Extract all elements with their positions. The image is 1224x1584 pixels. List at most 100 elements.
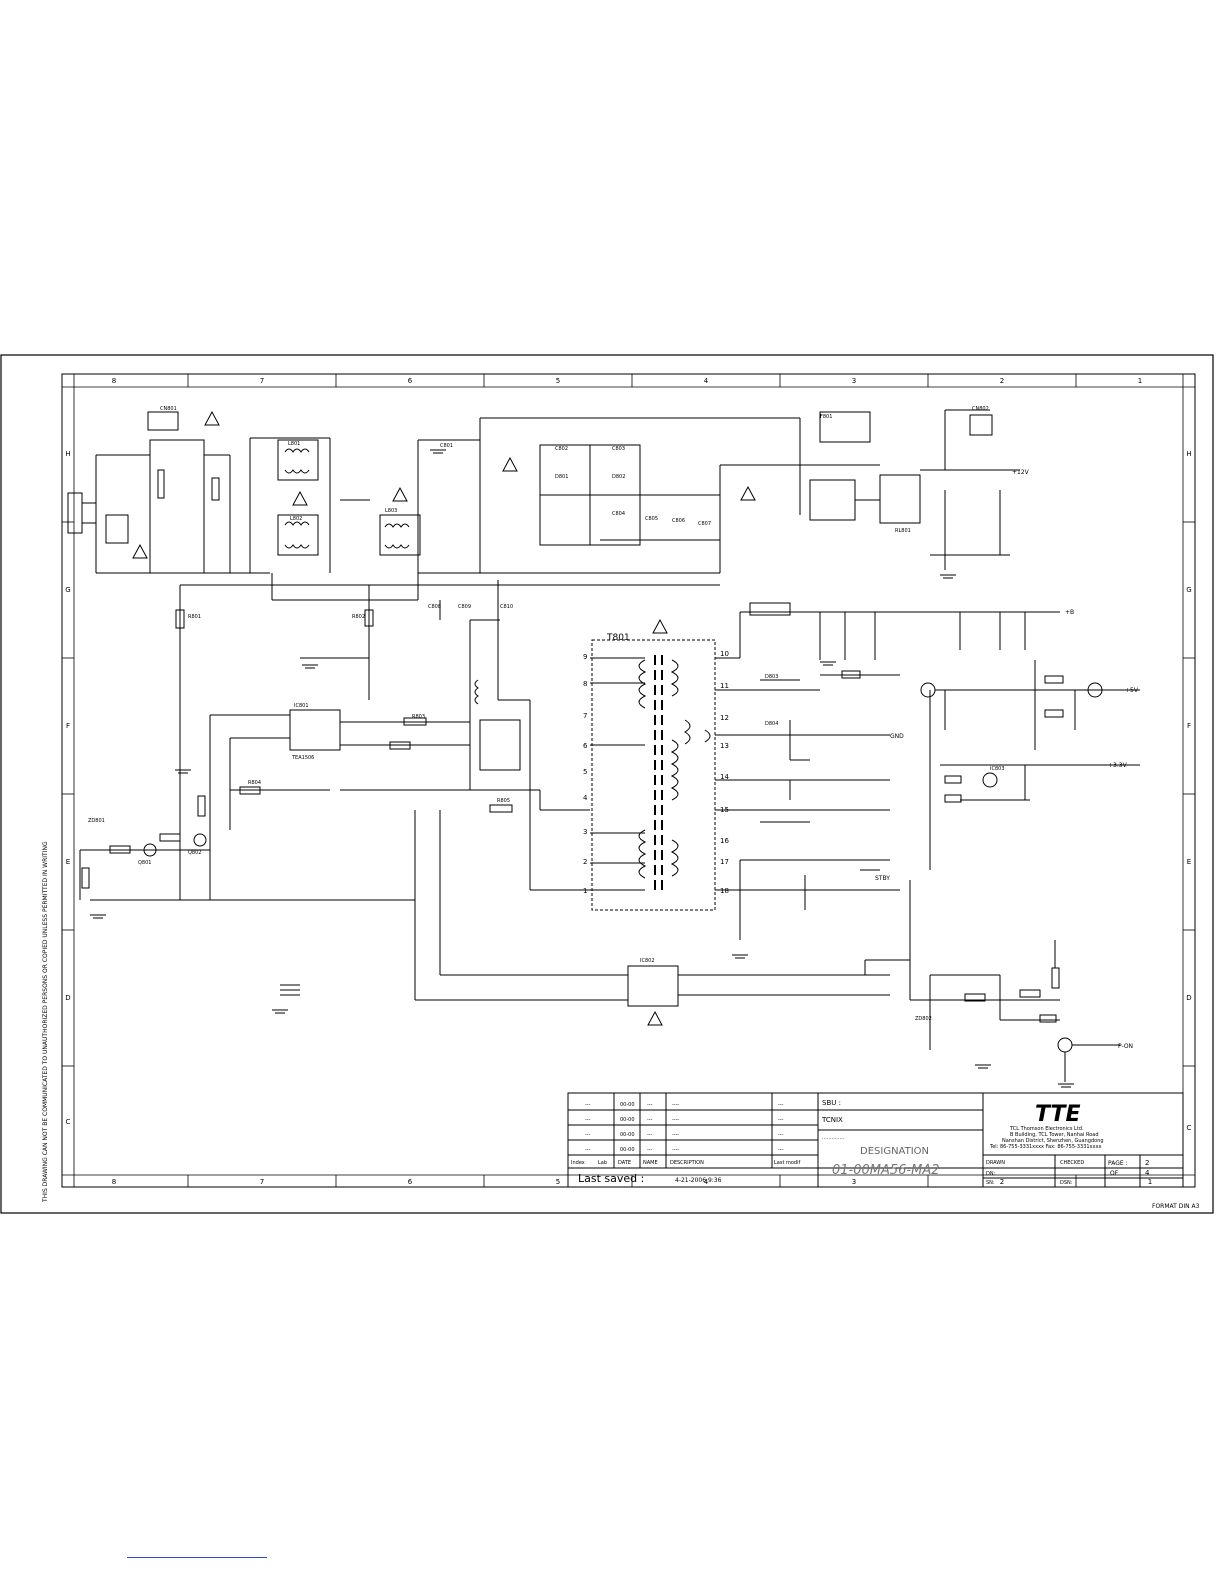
part-label: D802 <box>612 474 625 480</box>
footer-link-underline[interactable] <box>127 1557 267 1558</box>
part-label: Q802 <box>188 850 201 856</box>
part-label: R805 <box>497 798 510 804</box>
of-value: 4 <box>1145 1169 1150 1177</box>
rev-name: --- <box>647 1102 653 1108</box>
row-label-left: G <box>65 586 70 594</box>
opto-label: IC802 <box>640 958 655 964</box>
part-label: C809 <box>458 604 471 610</box>
rev-name: --- <box>647 1147 653 1153</box>
rev-name: --- <box>647 1117 653 1123</box>
warning-triangle-icon <box>647 1010 663 1026</box>
column-dividers <box>187 374 1077 1187</box>
controller-part: TEA1506 <box>291 755 314 761</box>
pin-label: 18 <box>720 887 729 895</box>
col-label-top: 2 <box>1000 377 1004 385</box>
part-label: C806 <box>672 518 685 524</box>
header-lab: Lab <box>598 1160 607 1166</box>
company-line: TCL Thomson Electronics Ltd. <box>1009 1126 1084 1132</box>
net-label: +3.3V <box>1108 762 1128 769</box>
company-line: Nanshan District, Shenzhen, Guangdong <box>1002 1138 1104 1144</box>
pin-label: 17 <box>720 858 729 866</box>
row-label-left: C <box>66 1118 71 1126</box>
warning-triangle-icon <box>204 410 220 426</box>
last-saved-value: 4-21-2006 9:36 <box>675 1177 722 1184</box>
rev-modif: --- <box>778 1147 784 1153</box>
col-label-bottom: 7 <box>260 1178 264 1186</box>
rev-modif: --- <box>778 1117 784 1123</box>
pin-label: 7 <box>583 712 587 720</box>
pin-label: 14 <box>720 773 729 781</box>
dots-label: .............. <box>822 1135 845 1141</box>
col-label-bottom: 2 <box>1000 1178 1004 1186</box>
part-label: R801 <box>188 614 201 620</box>
row-label-right: C <box>1187 1124 1192 1132</box>
part-label: C802 <box>555 446 568 452</box>
header-description: DESCRIPTION <box>670 1160 704 1166</box>
part-label: D804 <box>765 721 778 727</box>
controller-label: IC801 <box>294 703 309 709</box>
net-label: P-ON <box>1118 1043 1133 1050</box>
part-label: Q801 <box>138 860 151 866</box>
part-label: CN801 <box>160 406 177 412</box>
rev-index: --- <box>585 1102 591 1108</box>
net-label: STBY <box>875 875 890 882</box>
rev-desc: ---- <box>672 1102 679 1108</box>
designation-label: DESIGNATION <box>860 1146 929 1157</box>
drawn-label: DRAWN <box>986 1160 1005 1166</box>
col-label-top: 4 <box>704 377 709 385</box>
rev-index: --- <box>585 1132 591 1138</box>
col-label-top: 8 <box>112 377 116 385</box>
row2-label: SN: <box>986 1180 995 1186</box>
warning-triangle-icon <box>652 618 668 634</box>
rev-index: --- <box>585 1147 591 1153</box>
column-labels-bottom: 8 7 6 5 4 3 2 1 <box>112 1178 1152 1186</box>
of-label: OF <box>1110 1170 1119 1177</box>
rev-index: --- <box>585 1117 591 1123</box>
row1-label: DN: <box>986 1171 996 1177</box>
row-dividers <box>62 521 1195 1067</box>
pin-label: 6 <box>583 742 588 750</box>
warning-triangle-icons <box>132 410 756 1026</box>
rev-date: 00-00 <box>620 1132 635 1138</box>
header-modif: Last modif <box>774 1160 800 1166</box>
rev-desc: ---- <box>672 1147 679 1153</box>
row-label-left: F <box>66 722 70 730</box>
row-label-right: G <box>1186 586 1191 594</box>
pin-label: 15 <box>720 806 729 814</box>
part-label: F801 <box>820 414 832 420</box>
part-label: L803 <box>385 508 397 514</box>
part-label: D801 <box>555 474 568 480</box>
rev-date: 00-00 <box>620 1117 635 1123</box>
sbu-label: SBU : <box>822 1099 841 1107</box>
revision-rows: --- 00-00 --- ---- --- --- 00-00 --- ---… <box>571 1102 800 1166</box>
net-label: +5V <box>1125 687 1139 694</box>
pin-label: 9 <box>583 653 587 661</box>
last-saved-label: Last saved : <box>578 1172 644 1185</box>
row3-label: DSN: <box>1060 1180 1073 1186</box>
warning-triangle-icon <box>292 490 308 506</box>
row-label-right: D <box>1186 994 1191 1002</box>
part-label: RL801 <box>895 528 911 534</box>
company-line: Tel: 86-755-3331xxxx Fax: 86-755-3331xxx… <box>989 1144 1101 1150</box>
part-label: L801 <box>288 441 300 447</box>
schematic-wiring <box>67 409 1140 1088</box>
col-label-top: 6 <box>408 377 413 385</box>
controller-ic <box>289 709 341 751</box>
pin-label: 12 <box>720 714 729 722</box>
pin-label: 2 <box>583 858 587 866</box>
row-label-left: H <box>65 450 70 458</box>
row-label-left: D <box>65 994 70 1002</box>
page-value: 2 <box>1145 1159 1149 1167</box>
part-label: IC803 <box>990 766 1005 772</box>
pin-label: 11 <box>720 682 729 690</box>
part-label: R802 <box>352 614 365 620</box>
col-label-top: 3 <box>852 377 856 385</box>
warning-triangle-icon <box>132 543 148 559</box>
part-label: C807 <box>698 521 711 527</box>
col-label-top: 7 <box>260 377 264 385</box>
title-block-text: Last saved : 4-21-2006 9:36 SBU : TCNIX … <box>578 1099 1150 1186</box>
designation-value: 01-00MA56-MA2 <box>832 1163 940 1178</box>
side-note: THIS DRAWING CAN NOT BE COMMUNICATED TO … <box>42 841 49 1203</box>
part-label: ZD802 <box>915 1016 932 1022</box>
net-label: +B <box>1065 609 1074 616</box>
